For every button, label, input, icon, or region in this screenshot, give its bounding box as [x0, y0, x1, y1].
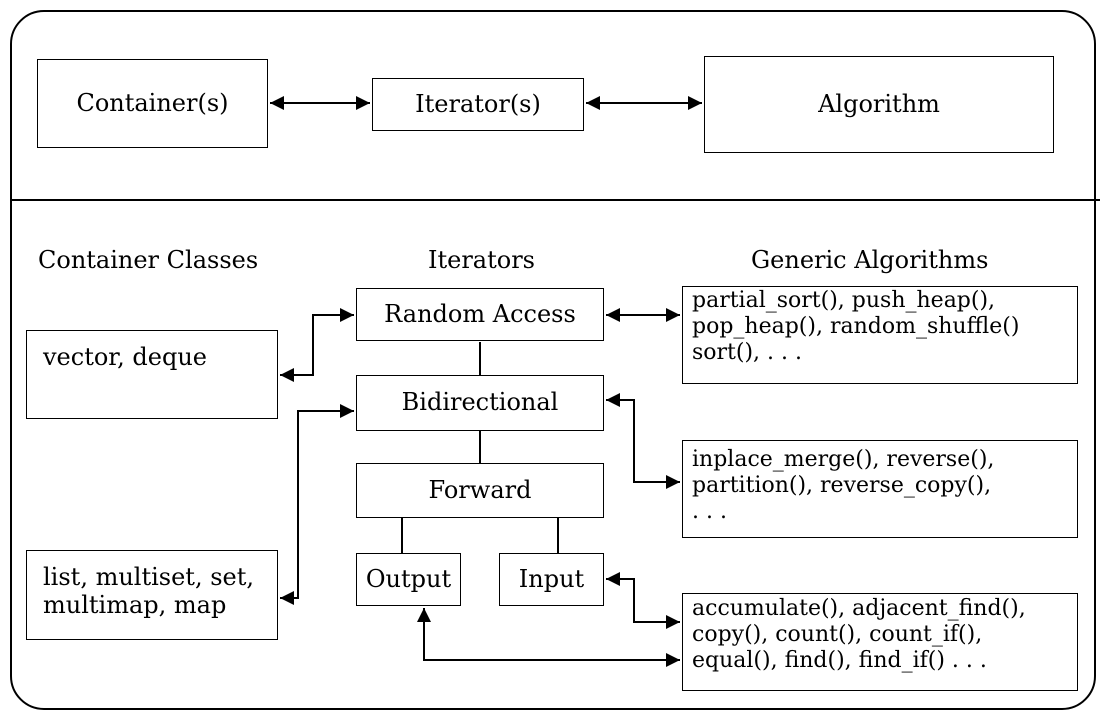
bidirectional-box: Bidirectional [356, 375, 604, 431]
forward-box: Forward [356, 463, 604, 518]
forward-label: Forward [428, 475, 532, 504]
algorithm-line: inplace_merge(), reverse(), [692, 447, 995, 472]
bidirectional-label: Bidirectional [401, 388, 559, 417]
algorithm-label: Algorithm [818, 89, 940, 118]
iterators-heading: Iterators [428, 246, 535, 274]
container-box: Container(s) [37, 59, 268, 148]
list-set-map-box: list, multiset, set, multimap, map [26, 550, 278, 640]
list-set-map-line: list, multiset, set, [43, 563, 254, 591]
vector-random-access-arrow [280, 308, 354, 382]
algorithm-line: copy(), count(), count_if(), [692, 622, 983, 647]
input-output-algorithms-box: accumulate(), adjacent_find(), copy(), c… [682, 593, 1078, 691]
section-divider [10, 199, 1100, 201]
output-algorithms-arrow [417, 608, 680, 667]
iterator-label: Iterator(s) [415, 89, 541, 118]
algorithm-box: Algorithm [704, 56, 1054, 153]
output-box: Output [356, 553, 461, 606]
algorithm-line: partial_sort(), push_heap(), [692, 288, 996, 313]
algorithm-line: pop_heap(), random_shuffle() [692, 314, 1020, 339]
input-box: Input [499, 553, 604, 606]
algorithm-line: accumulate(), adjacent_find(), [692, 596, 1026, 621]
random-access-label: Random Access [384, 299, 576, 328]
container-classes-heading: Container Classes [38, 246, 259, 274]
vector-deque-text: vector, deque [43, 343, 207, 371]
list-set-map-line: multimap, map [43, 591, 227, 619]
input-algorithms-arrow [606, 572, 680, 629]
algorithm-line: equal(), find(), find_if() . . . [692, 648, 987, 673]
random-access-algorithms-box: partial_sort(), push_heap(), pop_heap(),… [682, 286, 1078, 384]
container-label: Container(s) [76, 88, 229, 117]
iterator-box: Iterator(s) [372, 78, 584, 131]
algorithm-line: partition(), reverse_copy(), [692, 473, 992, 498]
bidirectional-algorithms-box: inplace_merge(), reverse(), partition(),… [682, 440, 1078, 538]
diagram-frame [10, 10, 1096, 710]
list-bidirectional-arrow [280, 404, 354, 605]
random-access-box: Random Access [356, 288, 604, 341]
algorithm-line: . . . [692, 499, 727, 524]
output-label: Output [365, 564, 452, 593]
input-label: Input [518, 564, 585, 593]
vector-deque-box: vector, deque [26, 330, 278, 419]
bidirectional-algorithms-arrow [606, 393, 680, 489]
algorithm-line: sort(), . . . [692, 340, 803, 365]
generic-algorithms-heading: Generic Algorithms [751, 246, 989, 274]
